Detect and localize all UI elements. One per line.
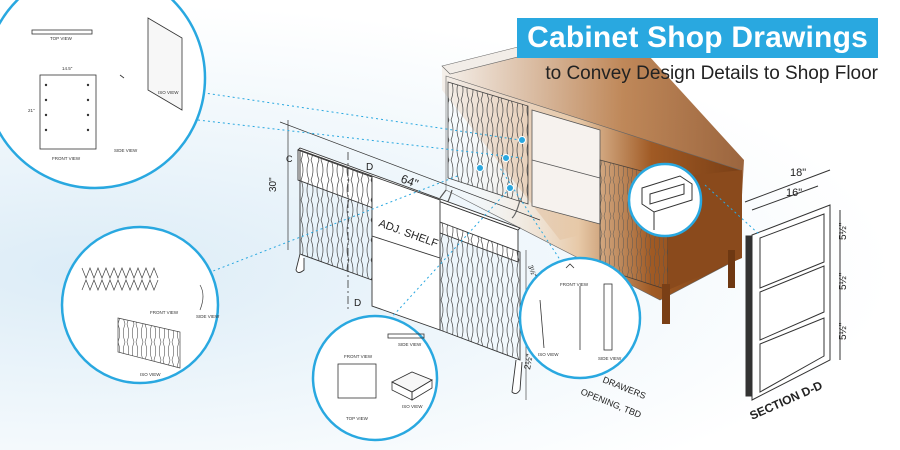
tl-iso-view-label: ISO VIEW	[158, 90, 179, 95]
detail-circle-top-left	[0, 0, 207, 190]
detail-circle-left-middle	[60, 225, 220, 385]
dim-leg: 2½"	[522, 353, 535, 370]
bc-top-view-label: TOP VIEW	[346, 416, 369, 421]
section-title: SECTION D-D	[748, 378, 825, 423]
banner: Cabinet Shop Drawings to Convey Design D…	[508, 18, 878, 86]
section-drawing	[744, 169, 841, 401]
lm-side-view-label: SIDE VIEW	[196, 314, 220, 319]
section-dim-outer: 18"	[790, 167, 806, 179]
detail-circle-bottom-center	[311, 314, 439, 442]
lm-front-view-label: FRONT VIEW	[150, 310, 179, 315]
dim-ref: 3½"	[526, 264, 538, 279]
tl-top-view-label: TOP VIEW	[50, 36, 73, 41]
bc-side-view-label: SIDE VIEW	[398, 342, 422, 347]
label-adj-shelf: ADJ. SHELF	[377, 218, 440, 251]
detail-circle-joint	[627, 162, 703, 238]
section-marker-top: D	[366, 162, 373, 173]
banner-title: Cabinet Shop Drawings	[517, 18, 878, 58]
section-dim-row3: 5½"	[838, 322, 849, 340]
section-dim-row1: 5½"	[838, 222, 849, 240]
detail-circle-right-middle	[518, 256, 642, 380]
tl-front-view-label: FRONT VIEW	[52, 156, 81, 161]
rm-iso-view-label: ISO VIEW	[538, 352, 559, 357]
bc-iso-view-label: ISO VIEW	[402, 404, 423, 409]
tl-width-dim: 14.5"	[62, 66, 73, 71]
callout-dots	[476, 136, 526, 192]
bc-front-view-label: FRONT VIEW	[344, 354, 373, 359]
dim-height: 30"	[268, 177, 279, 192]
tl-height-dim: 21"	[28, 108, 35, 113]
dim-overall-width: 64"	[399, 172, 420, 191]
banner-subtitle: to Convey Design Details to Shop Floor	[545, 63, 878, 84]
dim-left-c: C	[286, 154, 293, 164]
elevation-drawing	[279, 120, 541, 400]
section-dim-row2: 5½"	[838, 272, 849, 290]
section-dim-inner: 16"	[786, 187, 802, 199]
rm-side-view-label: SIDE VIEW	[598, 356, 622, 361]
rm-front-view-label: FRONT VIEW	[560, 282, 589, 287]
lm-iso-view-label: ISO VIEW	[140, 372, 161, 377]
section-marker-bottom: D	[354, 298, 361, 309]
tl-side-view-label: SIDE VIEW	[114, 148, 138, 153]
